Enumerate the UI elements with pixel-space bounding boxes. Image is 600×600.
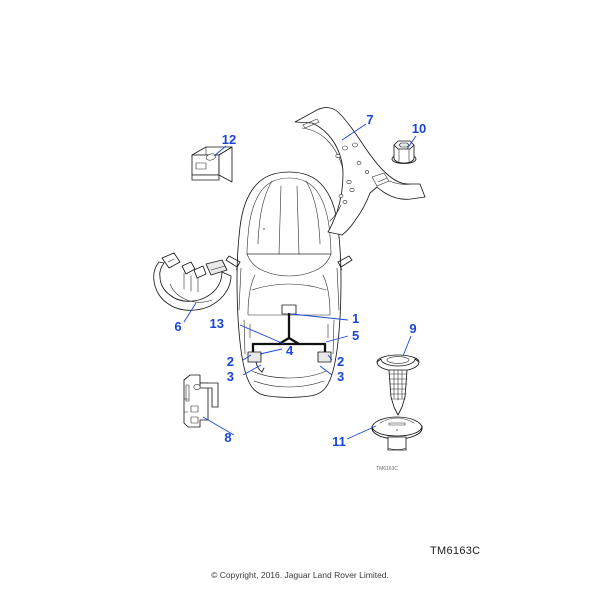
callout-5: 5 (352, 328, 359, 343)
callout-leaders (183, 123, 417, 440)
stamped-mounting-bracket (183, 374, 219, 428)
wiring-harness (247, 304, 332, 373)
copyright-notice: © Copyright, 2016. Jaguar Land Rover Lim… (211, 570, 389, 580)
callout-2-right: 2 (337, 354, 344, 369)
l-bracket (191, 146, 233, 183)
callout-10: 10 (412, 121, 426, 136)
flanged-hex-nut (391, 140, 417, 164)
callout-9: 9 (409, 321, 416, 336)
callout-12: 12 (222, 132, 236, 147)
callout-3-right: 3 (337, 369, 344, 384)
callout-3-left: 3 (227, 369, 234, 384)
callout-4: 4 (286, 343, 294, 358)
callout-13: 13 (210, 316, 224, 331)
diagram-code: TM6163C (430, 545, 480, 557)
callout-numbers: 1 2 2 3 3 4 5 6 7 8 9 10 11 12 13 (174, 112, 426, 449)
push-rivet (376, 354, 420, 416)
curved-channel-clip (153, 252, 232, 311)
diagram-watermark: TM6163C (376, 466, 398, 472)
callout-7: 7 (366, 112, 373, 127)
callout-2-left: 2 (227, 354, 234, 369)
callout-11: 11 (332, 434, 346, 449)
callout-1: 1 (352, 311, 359, 326)
reinforcement-rail (294, 107, 426, 236)
mushroom-head-plug (371, 416, 423, 451)
callout-8: 8 (224, 430, 231, 445)
callout-6: 6 (174, 319, 181, 334)
car-plan-view (225, 171, 353, 398)
